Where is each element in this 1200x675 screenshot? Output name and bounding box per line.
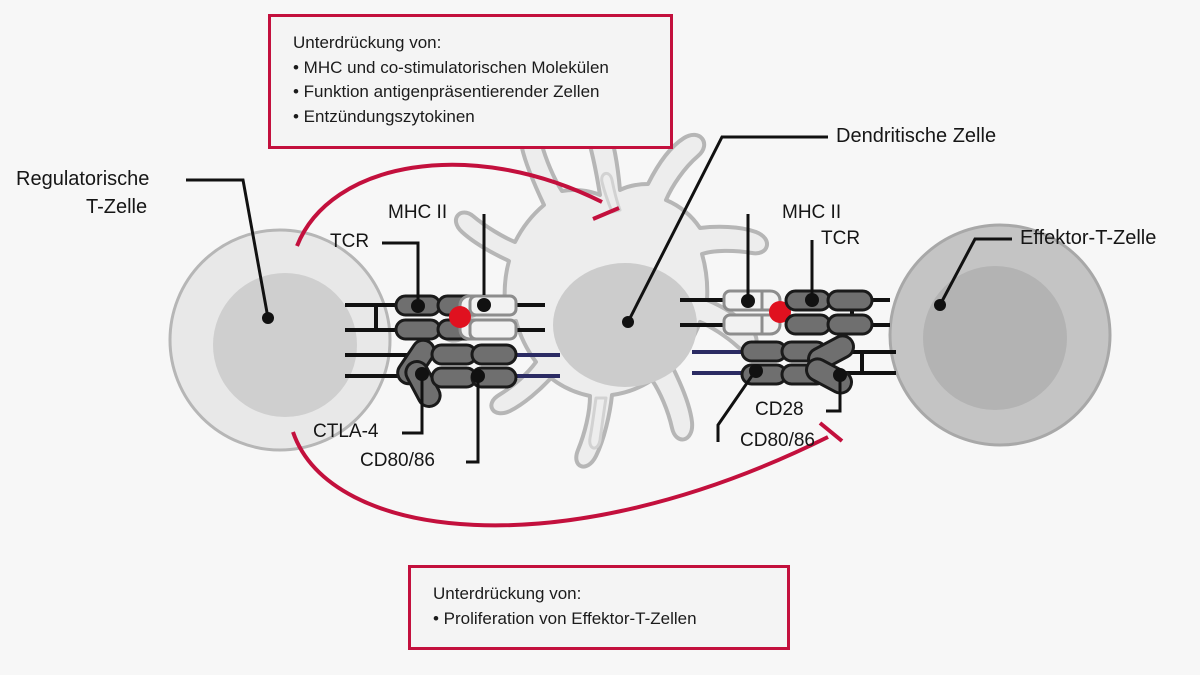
dendrite-notch-upper xyxy=(600,172,622,214)
dendritic-cell[interactable] xyxy=(441,110,769,469)
leader-cd8086-left xyxy=(466,372,480,464)
tcr-right-capsule-a2 xyxy=(784,313,832,336)
label-dendritic-cell: Dendritische Zelle xyxy=(836,125,997,147)
label-ctla4-left: CTLA-4 xyxy=(313,421,379,442)
leader-dot-regulatory-t-cell xyxy=(262,312,274,324)
callout-top-item-3: • Entzündungszytokinen xyxy=(293,106,475,126)
inhibition-arcs xyxy=(291,162,844,528)
regulatory-t-cell-nucleus xyxy=(213,273,357,417)
callout-box-top: Unterdrückung von: • MHC und co-stimulat… xyxy=(268,14,673,149)
leader-dots xyxy=(262,293,946,383)
leader-cd8086-right xyxy=(716,369,758,442)
label-regulatory-t-cell-line2: T-Zelle xyxy=(86,196,148,218)
callout-top-item-1: • MHC und co-stimulatorischen Molekülen xyxy=(293,57,609,77)
inhibition-bar-treg-to-dc xyxy=(592,206,620,221)
cd8086-left-capsule-mid-a xyxy=(470,343,518,366)
regulatory-t-cell[interactable] xyxy=(168,228,392,452)
callout-top-item-2: • Funktion antigenpräsentierender Zellen xyxy=(293,82,600,102)
callout-bottom-item-1: • Proliferation von Effektor-T-Zellen xyxy=(433,608,697,628)
leader-lines xyxy=(186,135,1012,464)
inhibition-arc-treg-to-dc xyxy=(295,162,603,247)
cd8086-right-capsule-a1 xyxy=(740,340,788,363)
label-tcr-left: TCR xyxy=(330,231,370,252)
leader-dot-effector-t-cell xyxy=(934,299,946,311)
leader-dendritic-cell xyxy=(626,135,828,323)
leader-dot-cd28-right xyxy=(833,368,847,382)
leader-cd28-right xyxy=(826,375,842,413)
inhibition-bar-treg-to-effector xyxy=(818,421,844,443)
leader-dot-cd8086-left xyxy=(471,369,485,383)
tcr-right-capsule-b1 xyxy=(826,289,874,312)
cd8086-left-capsule-upper-a xyxy=(430,343,478,366)
leader-dot-ctla4-left xyxy=(415,367,429,381)
leader-dot-dendritic-cell xyxy=(622,316,634,328)
callout-bottom-title: Unterdrückung von: xyxy=(433,584,582,603)
label-cd8086-left: CD80/86 xyxy=(360,450,435,471)
leader-regulatory-t-cell xyxy=(186,178,270,319)
right-tcr-complex[interactable] xyxy=(784,289,874,336)
label-cd28-right: CD28 xyxy=(755,399,804,420)
right-mhc2-complex[interactable] xyxy=(722,289,791,336)
label-mhc2-right: MHC II xyxy=(782,202,842,223)
tcr-capsule-upper-b xyxy=(394,318,442,341)
antigen-peptide-dot xyxy=(449,306,471,328)
cd8086-left-capsule-upper-b xyxy=(430,366,478,389)
label-cd8086-right: CD80/86 xyxy=(740,430,815,451)
label-tcr-right: TCR xyxy=(821,228,861,249)
leader-ctla4-left xyxy=(402,372,424,435)
callout-top-title: Unterdrückung von: xyxy=(293,33,442,52)
tcr-right-capsule-b2 xyxy=(826,313,874,336)
leader-dot-cd8086-right xyxy=(749,364,763,378)
label-mhc2-left: MHC II xyxy=(388,202,448,223)
effector-t-cell-nucleus xyxy=(923,266,1067,410)
antigen-peptide-dot-right xyxy=(769,301,791,323)
mhc2-lower-bar xyxy=(468,318,518,341)
effector-t-cell[interactable] xyxy=(888,223,1112,447)
leader-dot-mhc2-left xyxy=(477,298,491,312)
leader-dot-tcr-left xyxy=(411,299,425,313)
dendrite-notch-lower xyxy=(588,396,608,450)
leader-dot-tcr-right xyxy=(805,293,819,307)
label-regulatory-t-cell-line1: Regulatorische xyxy=(16,168,150,190)
callout-box-bottom: Unterdrückung von: • Proliferation von E… xyxy=(408,565,790,651)
label-effector-t-cell: Effektor-T-Zelle xyxy=(1020,227,1157,249)
leader-dot-mhc2-right xyxy=(741,294,755,308)
mhc2-upper-bar xyxy=(468,294,518,317)
leader-tcr-left xyxy=(382,241,420,299)
inhibition-arc-treg-to-effector xyxy=(291,431,829,528)
leader-effector-t-cell xyxy=(938,237,1012,306)
